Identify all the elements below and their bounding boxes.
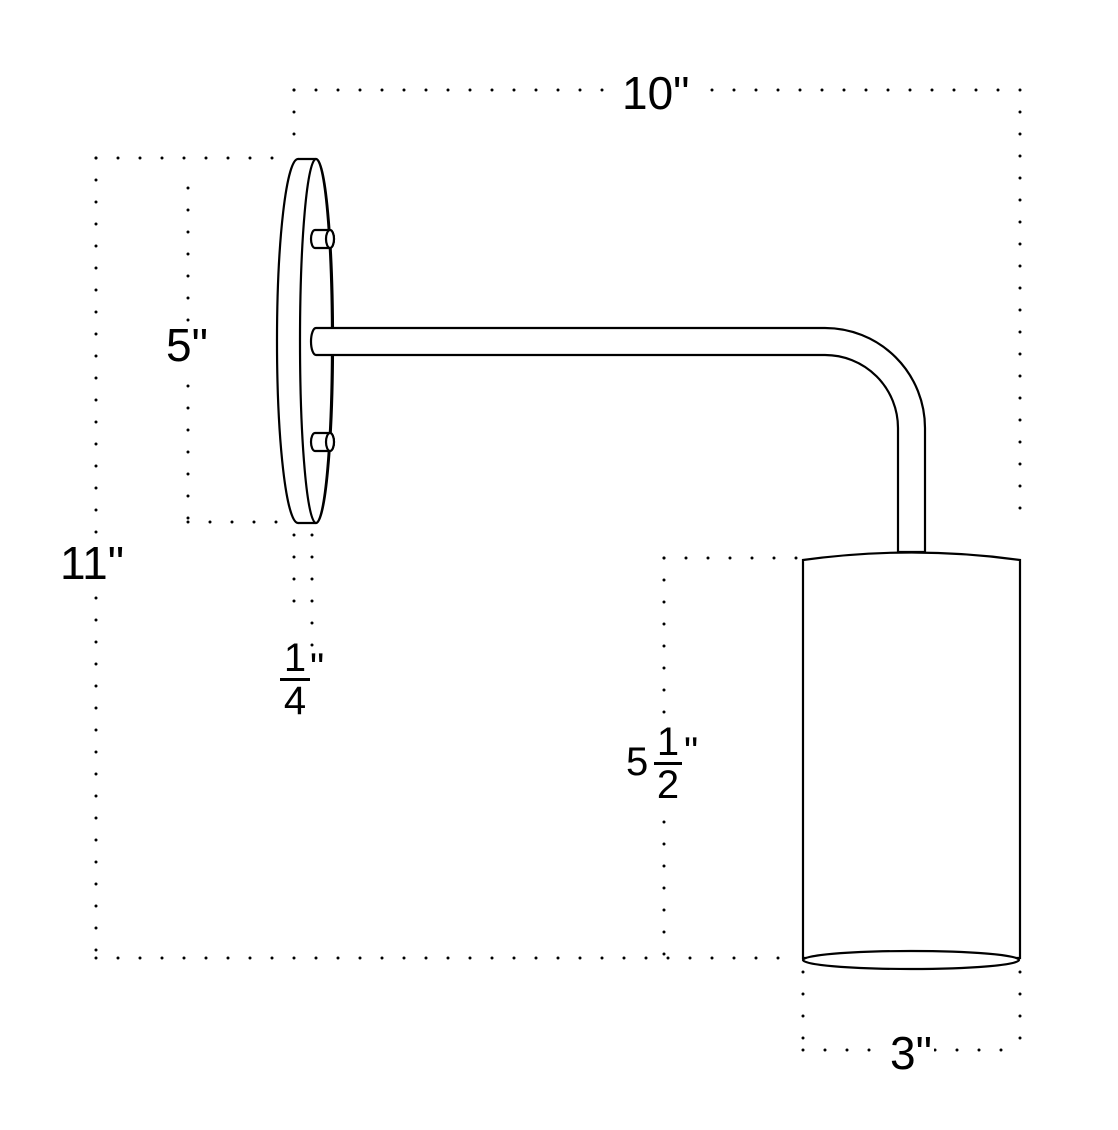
- shade-diameter-label: 3": [888, 1027, 934, 1079]
- overall-width-label: 10": [620, 67, 692, 119]
- plate-depth-numerator: 1: [283, 636, 307, 680]
- inch-mark: ": [684, 730, 699, 774]
- shade-height-whole: 5: [626, 740, 649, 784]
- fraction-bar: [654, 762, 682, 765]
- shade-height-numerator: 1: [656, 720, 680, 764]
- shade-height-label: 1 2 ": [654, 720, 698, 807]
- overall-height-label: 11": [60, 537, 125, 589]
- shade-height-denominator: 2: [656, 763, 680, 807]
- inch-mark: ": [310, 646, 325, 690]
- fraction-bar: [280, 678, 310, 681]
- arm-tube: [309, 326, 927, 554]
- plate-depth-label: 1 4 ": [280, 636, 324, 723]
- mounting-screws: [309, 228, 336, 453]
- plate-depth-denominator: 4: [283, 679, 307, 723]
- plate-height-label: 5": [166, 319, 208, 371]
- cylinder-shade: [801, 551, 1022, 971]
